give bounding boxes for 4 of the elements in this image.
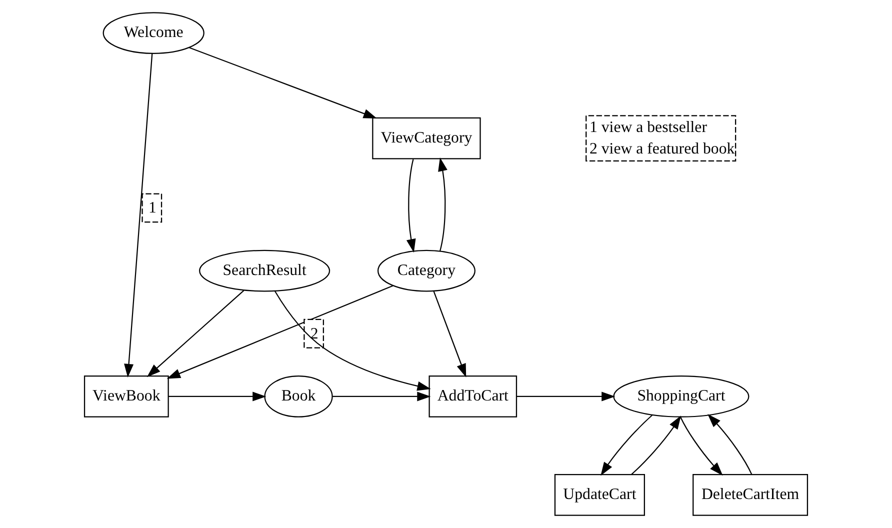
edge-label: 2 — [310, 325, 318, 342]
label: 2 view a featured book — [590, 140, 735, 158]
label: 1 view a bestseller — [590, 118, 707, 136]
edge-label: 1 — [148, 200, 156, 217]
